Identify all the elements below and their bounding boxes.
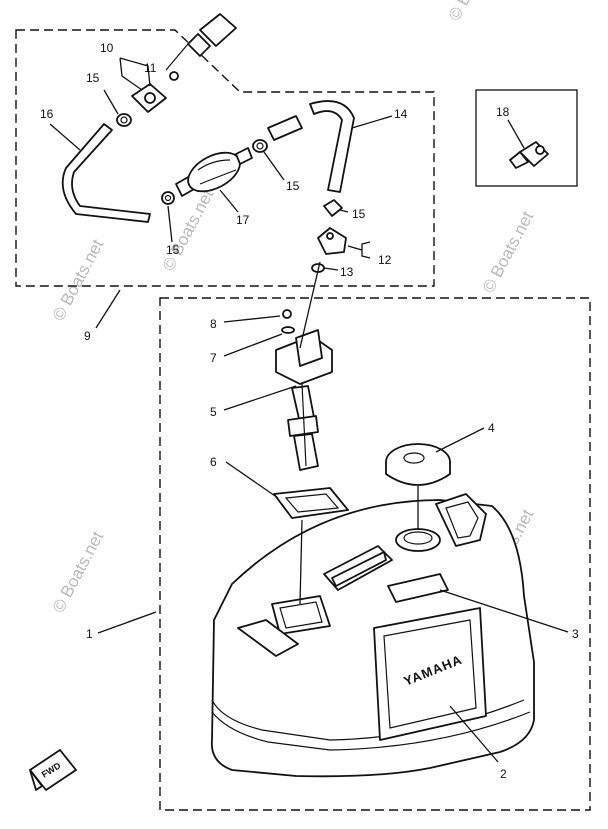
callout-17: 17 xyxy=(236,213,250,227)
accessory-box-outline xyxy=(475,89,578,187)
leader-6 xyxy=(225,461,279,499)
callout-4: 4 xyxy=(488,421,495,435)
washer-part xyxy=(281,326,295,334)
watermark-text: © Boats.net xyxy=(49,236,108,324)
leader-7 xyxy=(223,333,283,357)
callout-15-lower: 15 xyxy=(166,243,180,257)
clip-part-lower xyxy=(161,191,175,205)
primer-bulb-part xyxy=(175,147,253,197)
forward-arrow-icon xyxy=(29,749,77,791)
fuel-tank-body xyxy=(210,493,535,778)
clip-part xyxy=(116,113,132,127)
leader-15c xyxy=(339,209,349,213)
callout-1: 1 xyxy=(86,627,93,641)
gasket-part xyxy=(273,487,349,519)
accessory-connector-part xyxy=(509,141,549,169)
tank-connector-part xyxy=(317,227,347,255)
callout-15-bulb: 15 xyxy=(286,179,300,193)
callout-7: 7 xyxy=(210,351,217,365)
callout-labels: 1 2 3 4 5 6 7 8 9 10 11 12 13 14 15 15 1… xyxy=(40,41,579,781)
tank-group-outline xyxy=(159,297,591,811)
hose-kit-group-outline xyxy=(15,29,435,287)
filler-cap-part xyxy=(385,443,451,486)
leader-lines xyxy=(49,57,569,763)
leader-15a xyxy=(103,89,119,115)
leader-8 xyxy=(223,315,281,323)
leader-15d xyxy=(167,205,173,243)
leader-1 xyxy=(97,611,157,634)
callout-18: 18 xyxy=(496,105,510,119)
leader-5 xyxy=(223,385,297,411)
fuel-pickup-assembly xyxy=(275,329,333,471)
leader-10 xyxy=(119,57,151,91)
leader-18 xyxy=(507,119,525,149)
guide-6 xyxy=(299,519,303,605)
callout-10: 10 xyxy=(100,41,114,55)
callout-16: 16 xyxy=(40,107,54,121)
callout-8: 8 xyxy=(210,317,217,331)
leader-9 xyxy=(95,289,121,329)
fuel-hose-left xyxy=(61,123,151,223)
fuel-hose-right xyxy=(309,100,355,193)
leader-4 xyxy=(435,427,485,453)
leader-16 xyxy=(49,123,81,151)
watermark-text: © Boats.net xyxy=(479,208,538,296)
leader-17 xyxy=(219,189,239,213)
leader-2 xyxy=(449,705,499,763)
callout-12: 12 xyxy=(378,253,392,267)
callout-11: 11 xyxy=(144,61,157,75)
callout-6: 6 xyxy=(210,455,217,469)
callout-15-left: 15 xyxy=(86,71,100,85)
watermark-text: © Boats.net xyxy=(445,0,504,24)
callout-5: 5 xyxy=(210,405,217,419)
callout-14: 14 xyxy=(394,107,408,121)
callout-3: 3 xyxy=(572,627,579,641)
callout-9: 9 xyxy=(84,329,91,343)
callout-15-tank: 15 xyxy=(352,207,366,221)
leader-12 xyxy=(347,241,371,259)
screw-part xyxy=(282,309,292,319)
connector-part xyxy=(165,13,237,81)
clip-part-right xyxy=(252,139,268,153)
leader-3 xyxy=(439,589,569,633)
callout-13: 13 xyxy=(340,265,354,279)
clip-part-tank-side xyxy=(323,199,343,217)
callout-2: 2 xyxy=(500,767,507,781)
guide-13-5 xyxy=(299,261,321,349)
leader-13 xyxy=(323,267,339,271)
leader-14 xyxy=(351,115,393,129)
hose-connector-part xyxy=(131,83,167,113)
leader-15b xyxy=(263,151,285,181)
watermark-text: © Boats.net xyxy=(49,528,108,616)
hose-short-piece xyxy=(267,115,303,141)
